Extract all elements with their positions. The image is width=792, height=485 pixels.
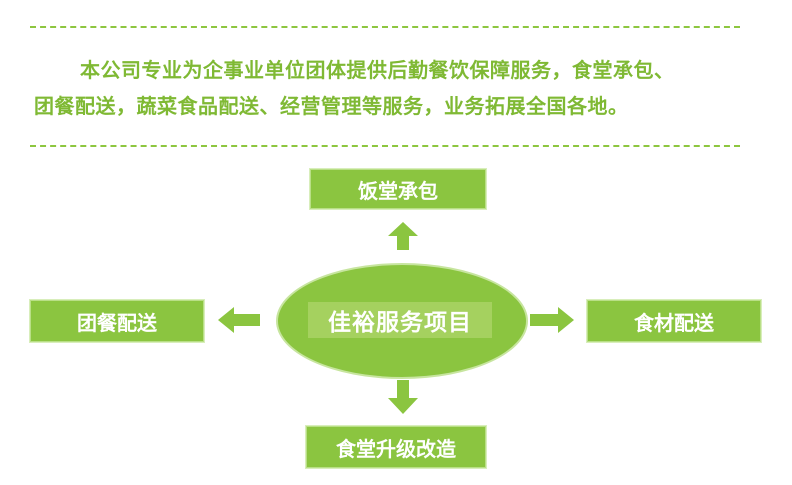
intro-line-1: 本公司专业为企事业单位团体提供后勤餐饮保障服务，食堂承包、 bbox=[34, 52, 764, 88]
service-box-ingredient-delivery: 食材配送 bbox=[587, 300, 761, 342]
arrow-down-icon bbox=[388, 380, 418, 414]
service-box-canteen-contract: 饭堂承包 bbox=[310, 169, 486, 209]
arrow-up-icon bbox=[388, 222, 418, 250]
service-box-group-meal-delivery: 团餐配送 bbox=[30, 300, 204, 342]
intro-line-1-text: 本公司专业为企事业单位团体提供后勤餐饮保障服务，食堂承包、 bbox=[80, 58, 675, 82]
center-title: 佳裕服务项目 bbox=[308, 302, 492, 338]
bottom-dashed-divider bbox=[30, 145, 740, 147]
arrow-right-icon bbox=[530, 307, 574, 333]
intro-line-2: 团餐配送，蔬菜食品配送、经营管理等服务，业务拓展全国各地。 bbox=[34, 94, 629, 118]
intro-paragraph: 本公司专业为企事业单位团体提供后勤餐饮保障服务，食堂承包、 团餐配送，蔬菜食品配… bbox=[34, 52, 764, 124]
service-box-canteen-upgrade: 食堂升级改造 bbox=[306, 426, 486, 468]
top-dashed-divider bbox=[30, 26, 740, 28]
arrow-left-icon bbox=[218, 307, 260, 333]
